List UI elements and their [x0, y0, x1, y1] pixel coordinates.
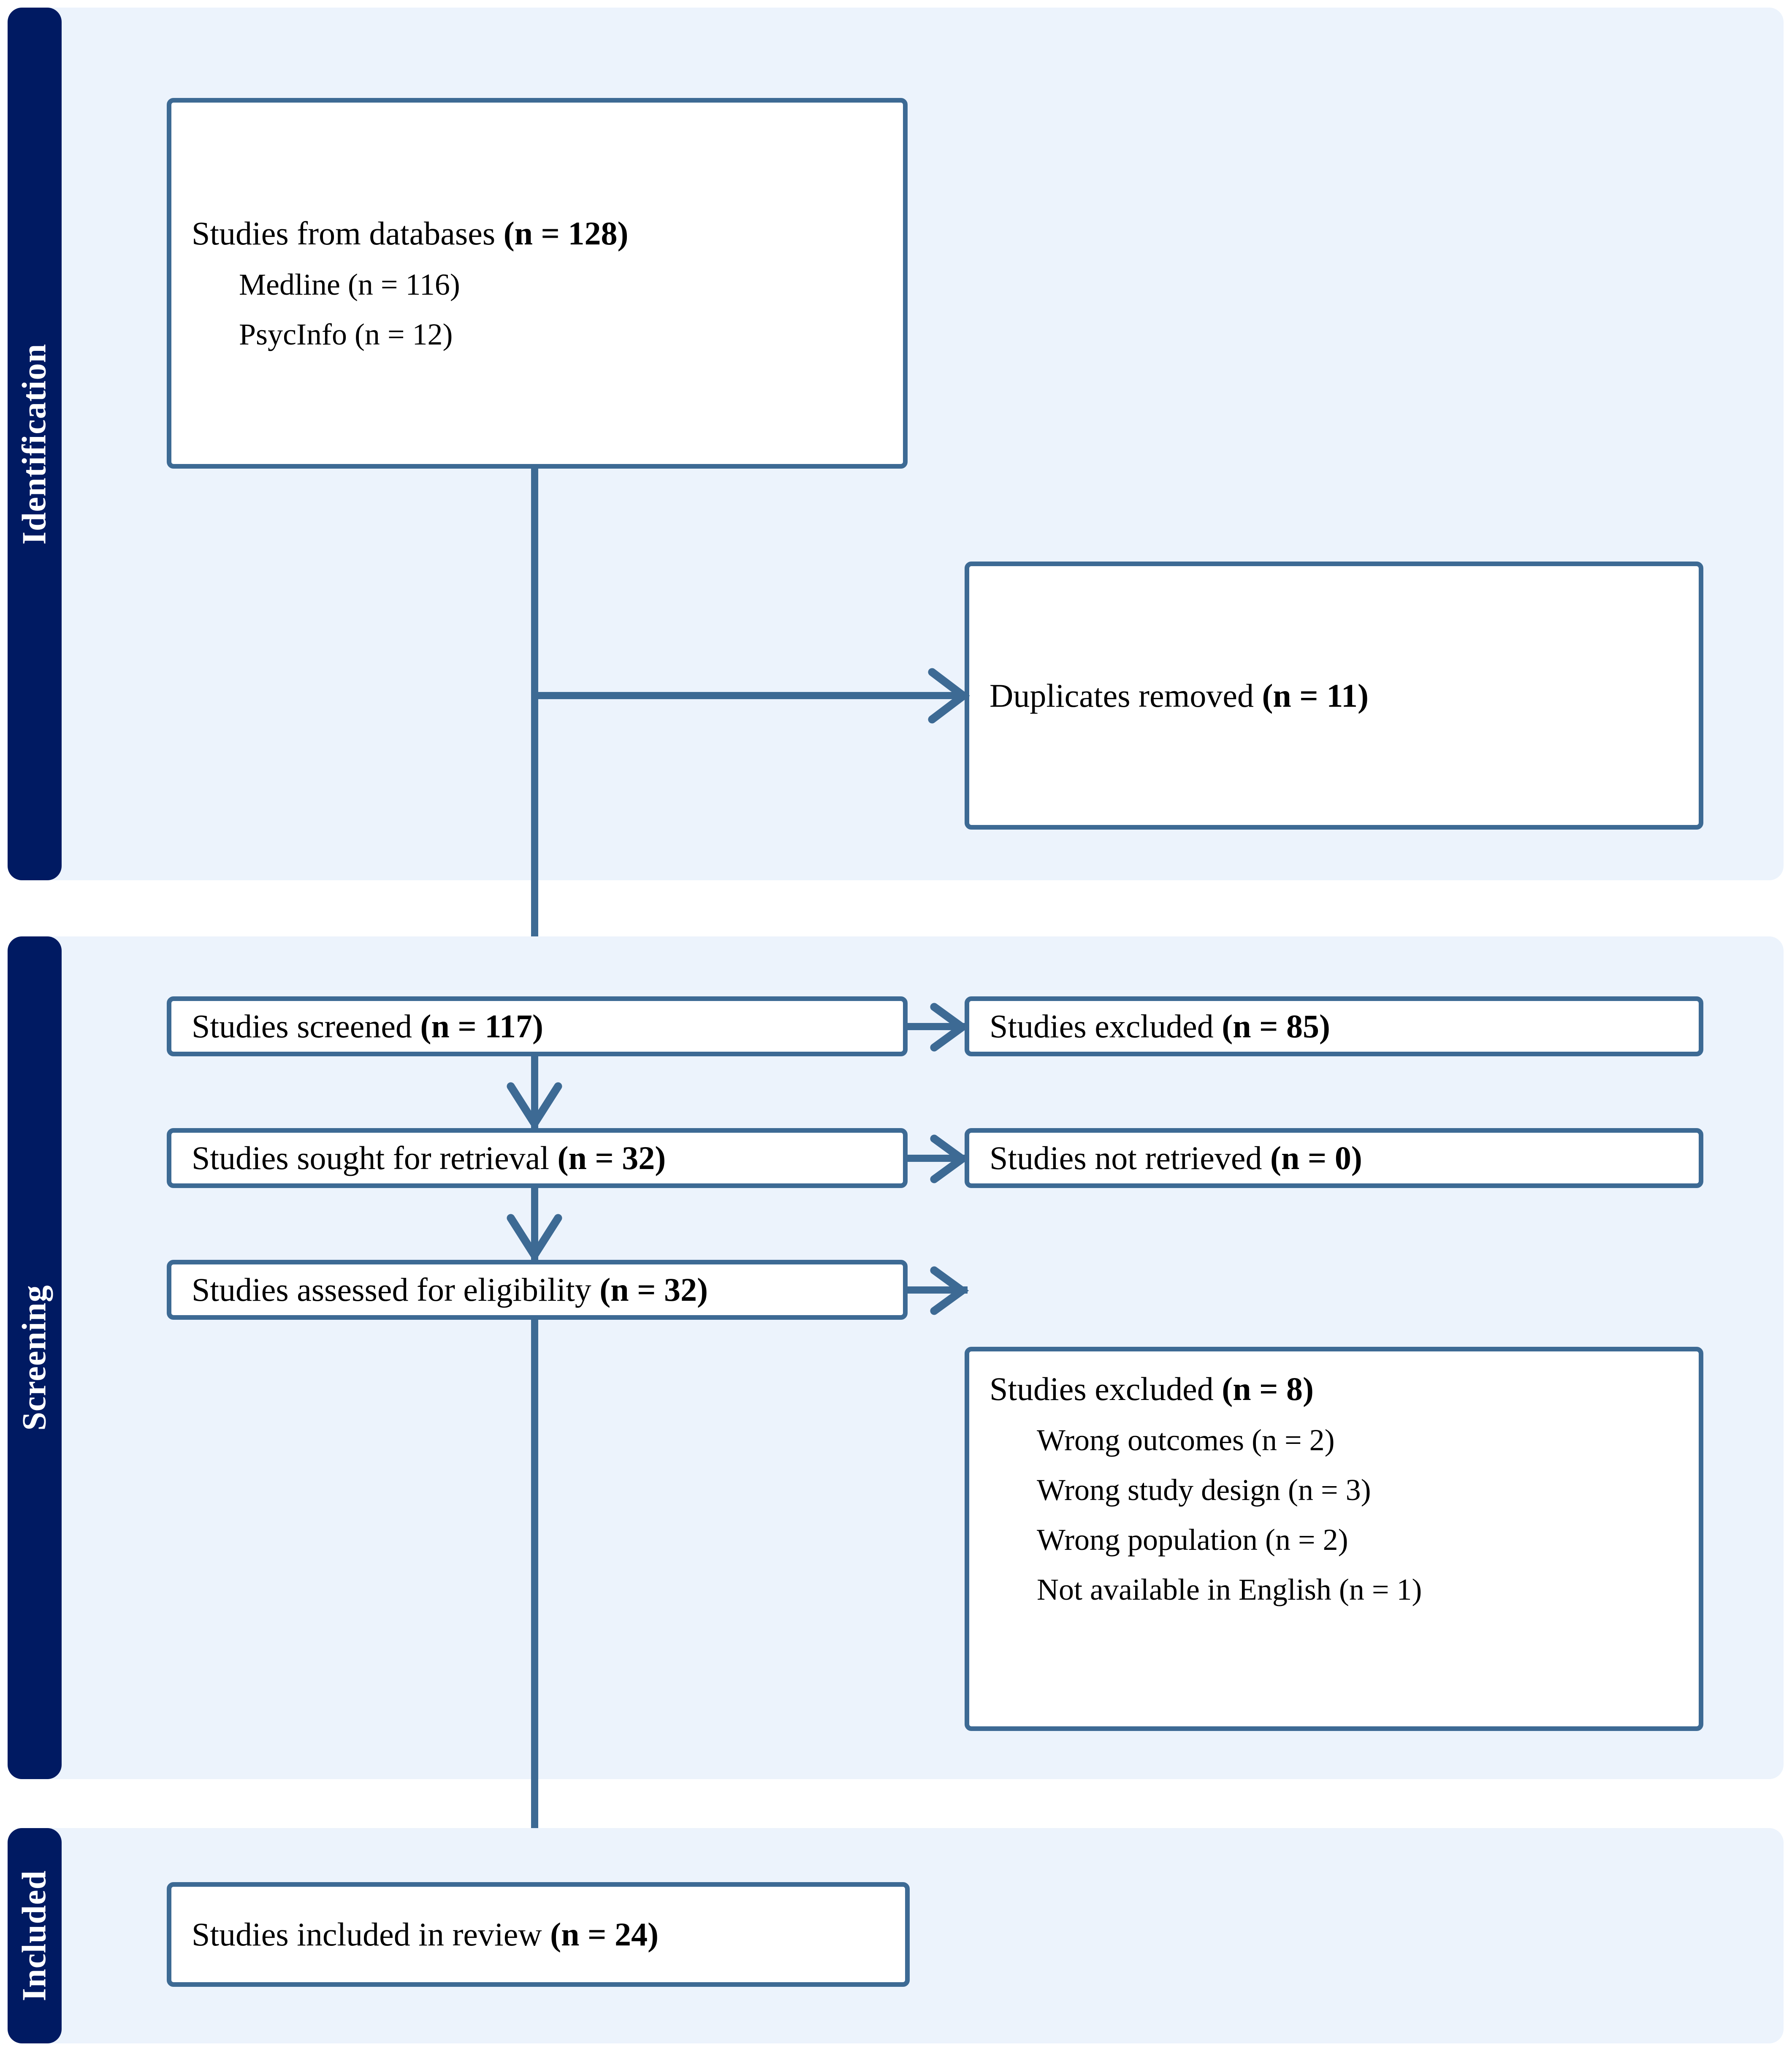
box-studies-excluded-screening[interactable]: Studies excluded (n = 85): [965, 996, 1703, 1056]
connector-assessed-to-included: [531, 1320, 538, 1884]
box-studies-assessed-for-eligibility-count: (n = 32): [599, 1271, 708, 1308]
box-studies-included-in-review-title-plain: Studies included in review: [192, 1916, 550, 1953]
sub-item-wrong-outcomes: Wrong outcomes (n = 2): [1037, 1423, 1335, 1457]
box-studies-included-in-review[interactable]: Studies included in review (n = 24): [167, 1882, 910, 1987]
stage-label-screening: Screening: [16, 1285, 53, 1431]
box-studies-not-retrieved-title-plain: Studies not retrieved: [990, 1139, 1271, 1177]
box-studies-assessed-for-eligibility-title-plain: Studies assessed for eligibility: [192, 1271, 600, 1308]
arrowhead-assessed-to-excluded: [930, 1266, 969, 1315]
box-studies-from-databases-title-plain: Studies from databases: [192, 215, 504, 252]
stage-label-identification: Identification: [16, 343, 53, 545]
stage-bar-included: Included: [8, 1828, 62, 2043]
box-studies-from-databases-count: (n = 128): [503, 215, 629, 252]
connector-trunk-identification-to-screening: [531, 469, 538, 994]
stage-bar-screening: Screening: [8, 936, 62, 1779]
box-studies-excluded-eligibility-sublist: Wrong outcomes (n = 2) Wrong study desig…: [969, 1410, 1699, 1609]
connector-screened-to-sought: [531, 1056, 538, 1128]
box-studies-excluded-screening-title-plain: Studies excluded: [990, 1008, 1222, 1045]
box-studies-included-in-review-title: Studies included in review (n = 24): [171, 1914, 905, 1955]
box-duplicates-removed[interactable]: Duplicates removed (n = 11): [965, 562, 1703, 830]
box-studies-assessed-for-eligibility-title: Studies assessed for eligibility (n = 32…: [171, 1269, 903, 1310]
connector-sought-to-assessed: [531, 1188, 538, 1260]
box-studies-excluded-eligibility-title: Studies excluded (n = 8): [969, 1368, 1699, 1410]
connector-branch-to-duplicates: [531, 692, 966, 699]
sub-item-wrong-study-design: Wrong study design (n = 3): [1037, 1473, 1371, 1507]
box-studies-excluded-eligibility[interactable]: Studies excluded (n = 8) Wrong outcomes …: [965, 1347, 1703, 1731]
box-studies-screened-count: (n = 117): [420, 1008, 543, 1045]
arrowhead-screened-to-excluded: [930, 1003, 969, 1052]
box-duplicates-removed-title: Duplicates removed (n = 11): [969, 675, 1699, 716]
box-duplicates-removed-title-plain: Duplicates removed: [990, 677, 1262, 714]
arrowhead-sought-to-not-retrieved: [930, 1134, 969, 1183]
stage-label-included: Included: [16, 1870, 53, 2002]
box-studies-not-retrieved-title: Studies not retrieved (n = 0): [969, 1137, 1699, 1179]
arrowhead-screened-to-sought: [507, 1082, 562, 1131]
box-studies-included-in-review-count: (n = 24): [550, 1916, 659, 1953]
box-duplicates-removed-count: (n = 11): [1262, 677, 1369, 714]
box-studies-not-retrieved-count: (n = 0): [1270, 1139, 1362, 1177]
box-studies-assessed-for-eligibility[interactable]: Studies assessed for eligibility (n = 32…: [167, 1260, 908, 1320]
sub-item-not-available-in-english: Not available in English (n = 1): [1037, 1572, 1422, 1606]
box-studies-excluded-screening-title: Studies excluded (n = 85): [969, 1006, 1699, 1047]
box-studies-sought-for-retrieval-count: (n = 32): [557, 1139, 666, 1177]
box-studies-from-databases-sublist: Medline (n = 116) PsycInfo (n = 12): [171, 254, 903, 354]
box-studies-sought-for-retrieval-title-plain: Studies sought for retrieval: [192, 1139, 558, 1177]
box-studies-sought-for-retrieval[interactable]: Studies sought for retrieval (n = 32): [167, 1128, 908, 1188]
box-studies-screened-title-plain: Studies screened: [192, 1008, 420, 1045]
arrowhead-sought-to-assessed: [507, 1214, 562, 1263]
box-studies-excluded-screening-count: (n = 85): [1222, 1008, 1331, 1045]
box-studies-excluded-eligibility-count: (n = 8): [1222, 1370, 1314, 1407]
arrowhead-to-duplicates: [928, 668, 970, 724]
box-studies-from-databases-title: Studies from databases (n = 128): [171, 213, 903, 254]
sub-item-medline: Medline (n = 116): [239, 267, 460, 301]
box-studies-from-databases[interactable]: Studies from databases (n = 128) Medline…: [167, 98, 908, 469]
box-studies-not-retrieved[interactable]: Studies not retrieved (n = 0): [965, 1128, 1703, 1188]
sub-item-wrong-population: Wrong population (n = 2): [1037, 1522, 1348, 1557]
box-studies-screened[interactable]: Studies screened (n = 117): [167, 996, 908, 1056]
box-studies-excluded-eligibility-title-plain: Studies excluded: [990, 1370, 1222, 1407]
box-studies-screened-title: Studies screened (n = 117): [171, 1006, 903, 1047]
sub-item-psycinfo: PsycInfo (n = 12): [239, 317, 453, 351]
stage-bar-identification: Identification: [8, 8, 62, 880]
box-studies-sought-for-retrieval-title: Studies sought for retrieval (n = 32): [171, 1137, 903, 1179]
